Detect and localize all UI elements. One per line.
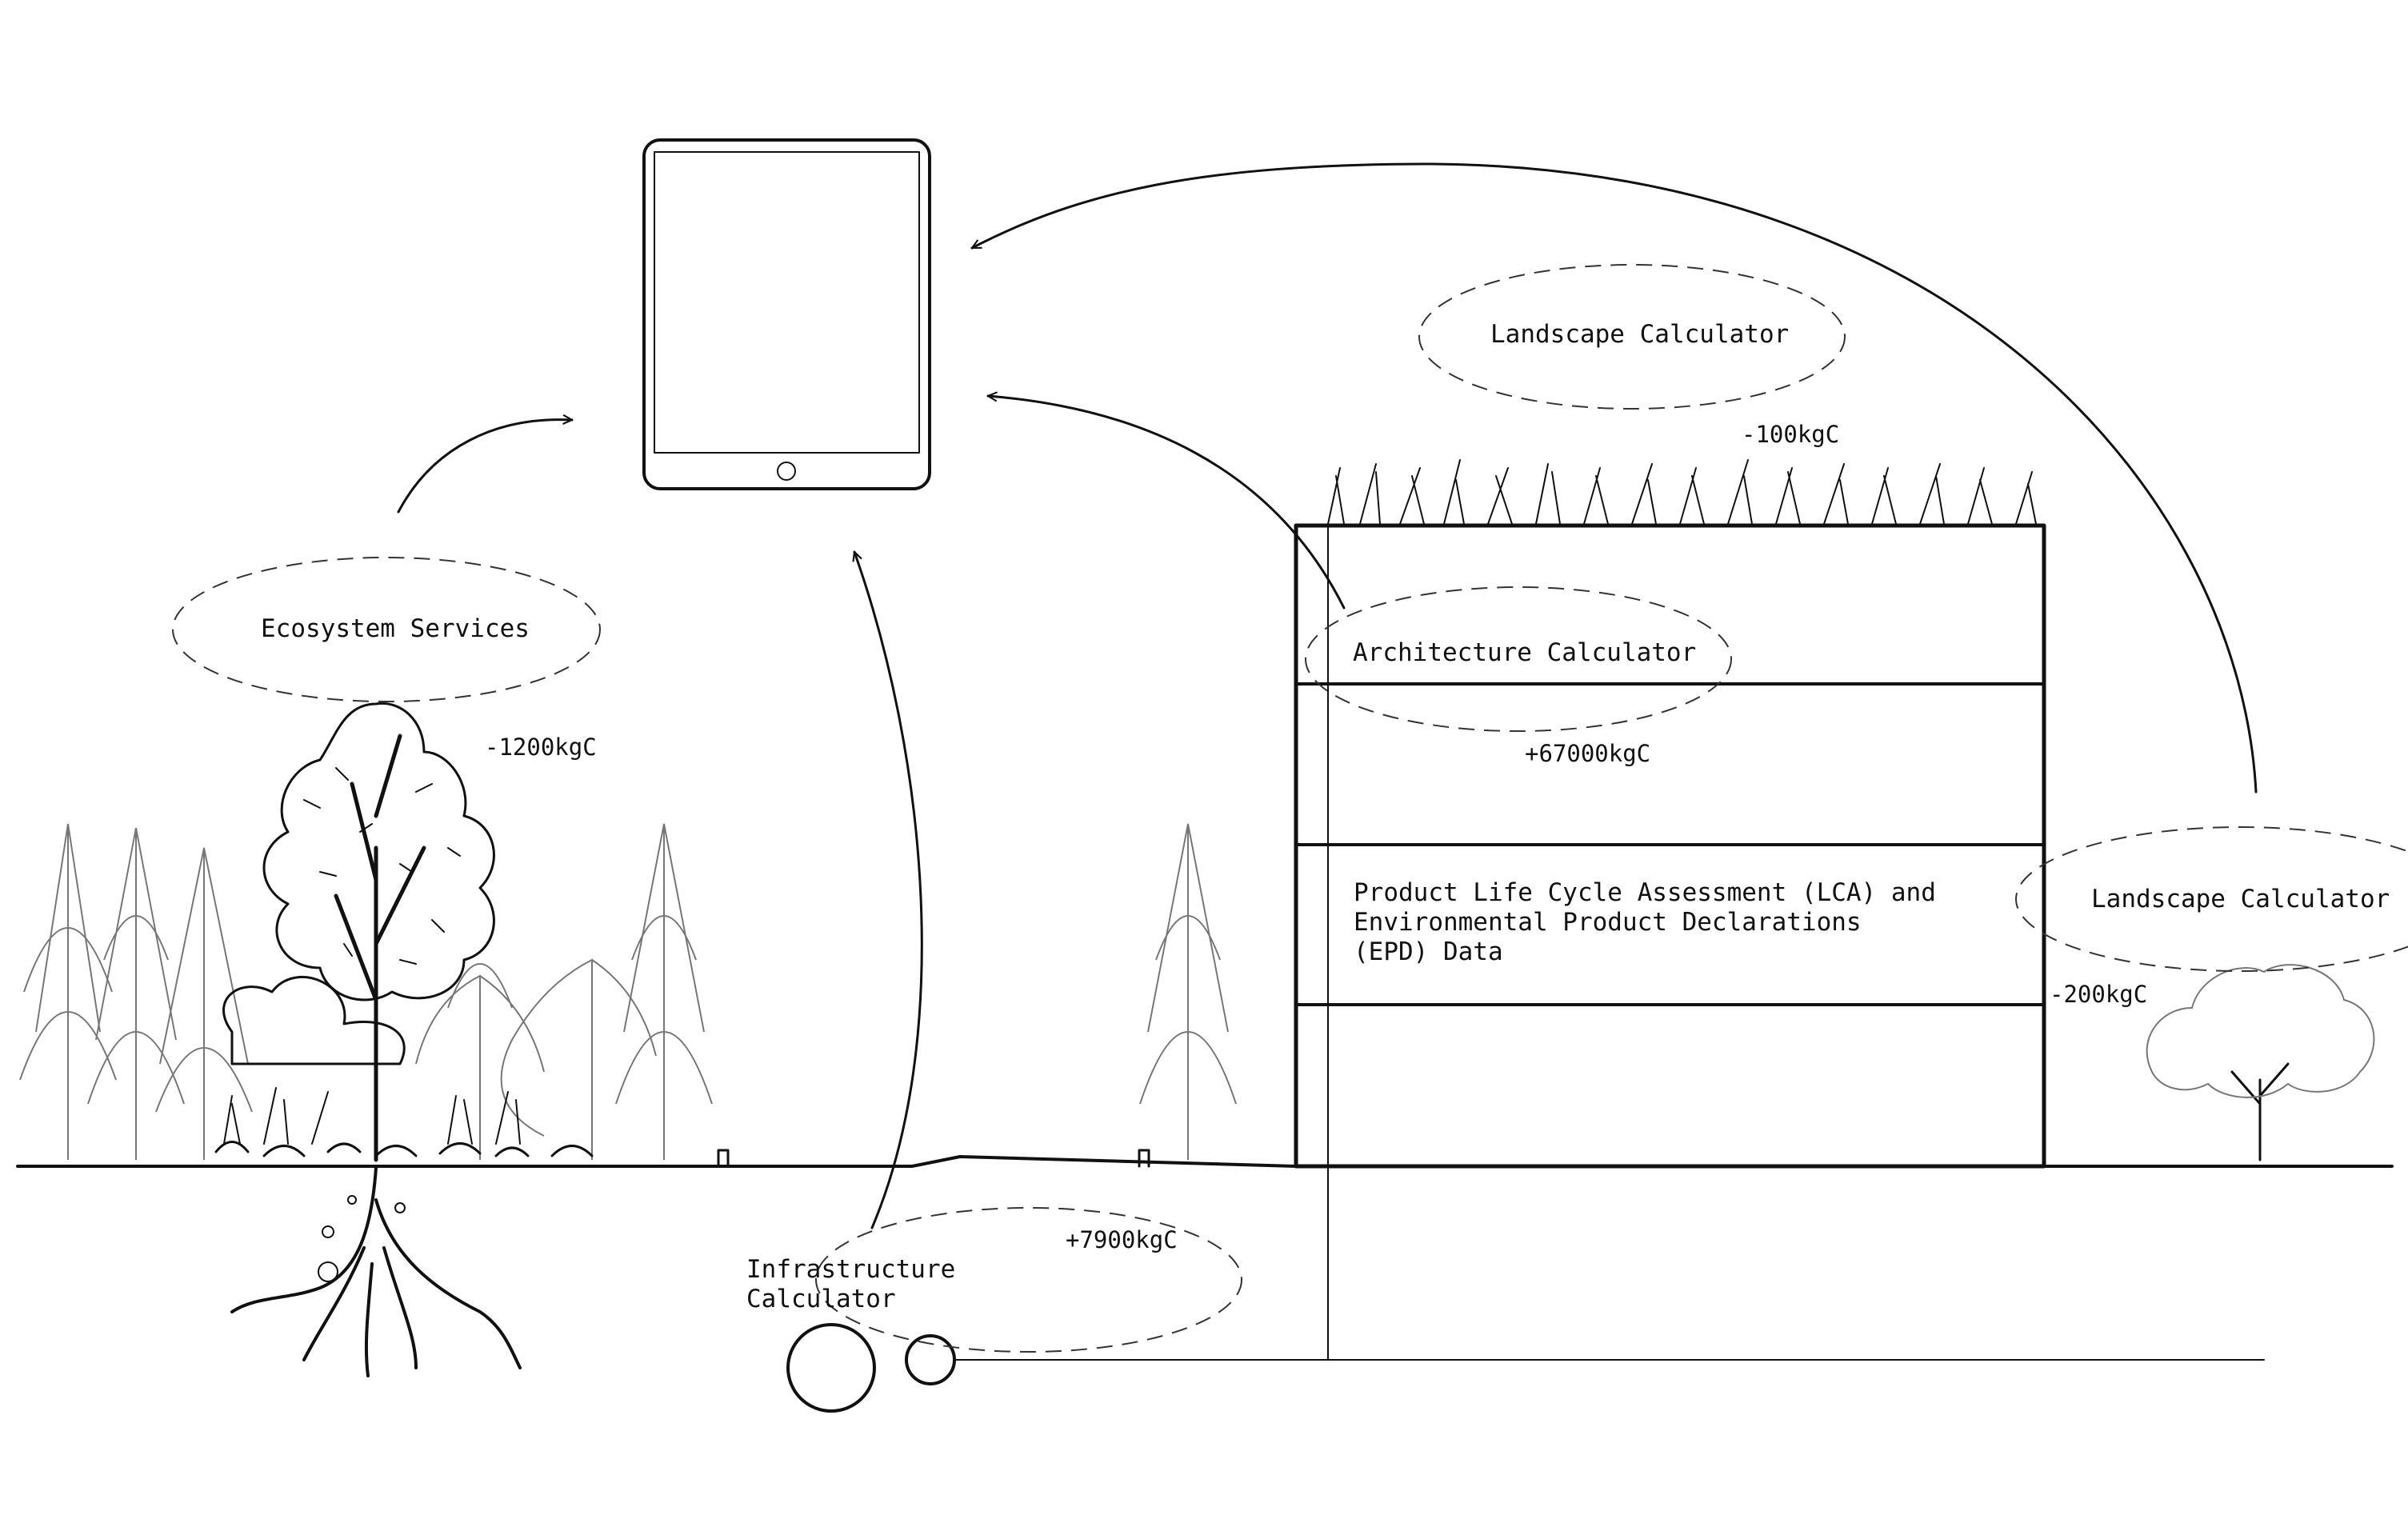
main-tree [216, 703, 592, 1376]
ground-post [1139, 1150, 1149, 1166]
ecosystem-value-label: -1200kgC [485, 734, 597, 761]
architecture-value-label: +67000kgC [1525, 740, 1650, 767]
lca-epd-label-line1: Product Life Cycle Assessment (LCA) and [1354, 878, 1936, 907]
arrow-landscape-to-tablet [972, 164, 2256, 792]
architecture-calculator-label: Architecture Calculator [1353, 638, 1696, 667]
arrow-ecosystem-to-tablet [398, 420, 572, 512]
arrow-architecture-to-tablet [988, 396, 1344, 608]
lca-epd-label-line3: (EPD) Data [1354, 937, 1503, 966]
ecosystem-services-label: Ecosystem Services [261, 614, 530, 643]
pipe-large [788, 1325, 874, 1411]
green-roof [1328, 460, 2036, 524]
landscape-top-value-label: -100kgC [1742, 421, 1839, 448]
tablet-icon [644, 140, 930, 489]
landscape-right-value-label: -200kgC [2050, 981, 2147, 1008]
arrow-infrastructure-to-tablet [854, 552, 922, 1228]
landscape-calculator-right-label: Landscape Calculator [2091, 885, 2390, 913]
infrastructure-calculator-label-line1: Infrastructure [746, 1255, 955, 1284]
lca-epd-label-line2: Environmental Product Declarations [1354, 908, 1862, 937]
right-tree [2147, 965, 2374, 1160]
ground-post [718, 1150, 728, 1166]
landscape-calculator-top-label: Landscape Calculator [1490, 320, 1789, 349]
infrastructure-value-label: +7900kgC [1066, 1226, 1178, 1253]
infrastructure-calculator-label-line2: Calculator [746, 1285, 896, 1313]
forest-left [20, 824, 1236, 1160]
